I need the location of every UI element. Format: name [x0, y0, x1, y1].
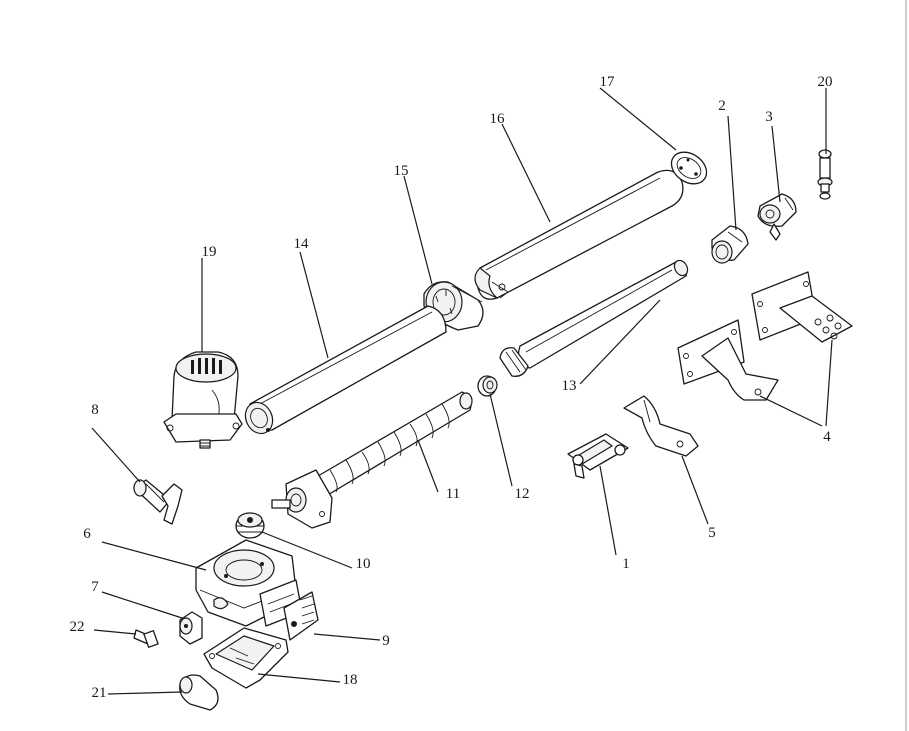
part-10-gear: [235, 512, 265, 539]
leader-4a: [759, 395, 823, 427]
leader-21: [107, 691, 183, 695]
part-14-front-housing-tube: [244, 305, 447, 435]
callout-18: 18: [343, 672, 358, 688]
leader-13: [579, 299, 661, 385]
leader-12: [489, 393, 513, 487]
part-6-gear-housing: [195, 539, 303, 627]
part-3-rear-fork: [757, 193, 797, 241]
callout-8: 8: [91, 402, 99, 418]
callout-4: 4: [823, 429, 831, 445]
part-18-lower-cover: [203, 627, 289, 689]
callout-22: 22: [70, 619, 85, 635]
callout-20: 20: [818, 74, 833, 90]
leader-3: [771, 125, 781, 203]
callout-6: 6: [83, 526, 91, 542]
part-5-front-bracket: [623, 395, 699, 457]
part-11-worm-screw: [271, 391, 473, 529]
leader-5: [681, 455, 709, 525]
callout-13: 13: [562, 378, 577, 394]
callout-12: 12: [515, 486, 530, 502]
leader-15: [403, 175, 433, 285]
part-12-nut: [477, 375, 498, 397]
part-7-bushing: [179, 611, 203, 645]
part-21-cylinder-cap: [179, 674, 219, 711]
part-1-front-pin-clamp: [567, 433, 629, 479]
callout-19: 19: [202, 244, 217, 260]
callout-3: 3: [765, 109, 773, 125]
callout-10: 10: [356, 556, 371, 572]
leader-2: [727, 115, 737, 231]
leader-1: [599, 465, 617, 556]
part-20-pin: [817, 149, 833, 200]
callout-5: 5: [708, 525, 716, 541]
part-16-rear-cover-tube: [474, 169, 684, 300]
part-19-motor: [163, 351, 243, 449]
leader-10: [261, 531, 353, 569]
leader-11: [417, 439, 439, 493]
callout-21: 21: [92, 685, 107, 701]
part-8-release-key: [133, 479, 183, 525]
leader-17: [599, 87, 677, 151]
leader-7: [101, 591, 183, 619]
callout-2: 2: [718, 98, 726, 114]
part-17-end-cap: [670, 151, 708, 185]
callout-17: 17: [600, 74, 616, 90]
leader-6: [101, 541, 207, 571]
leader-18: [257, 673, 341, 683]
part-22-screw: [133, 629, 159, 648]
part-2-rear-bush: [711, 225, 749, 264]
callout-9: 9: [382, 633, 390, 649]
leader-4b: [825, 339, 833, 427]
callout-1: 1: [622, 556, 630, 572]
leader-9: [313, 633, 381, 641]
callout-15: 15: [394, 163, 409, 179]
callout-14: 14: [294, 236, 310, 252]
callout-7: 7: [91, 579, 99, 595]
part-13-push-rod: [499, 259, 689, 377]
part-4-rear-bracket: [677, 271, 853, 401]
leader-22: [93, 629, 137, 635]
part-9-board: [283, 591, 319, 641]
callout-16: 16: [490, 111, 506, 127]
leader-14: [299, 251, 329, 359]
callout-labels: 1 2 3 4 5 6 7 8 9 10 11 12 13 14 15 16 1…: [70, 74, 833, 701]
leader-16: [501, 123, 551, 223]
callout-11: 11: [446, 486, 460, 502]
leader-8: [91, 427, 141, 483]
leader-lines: [91, 87, 833, 695]
